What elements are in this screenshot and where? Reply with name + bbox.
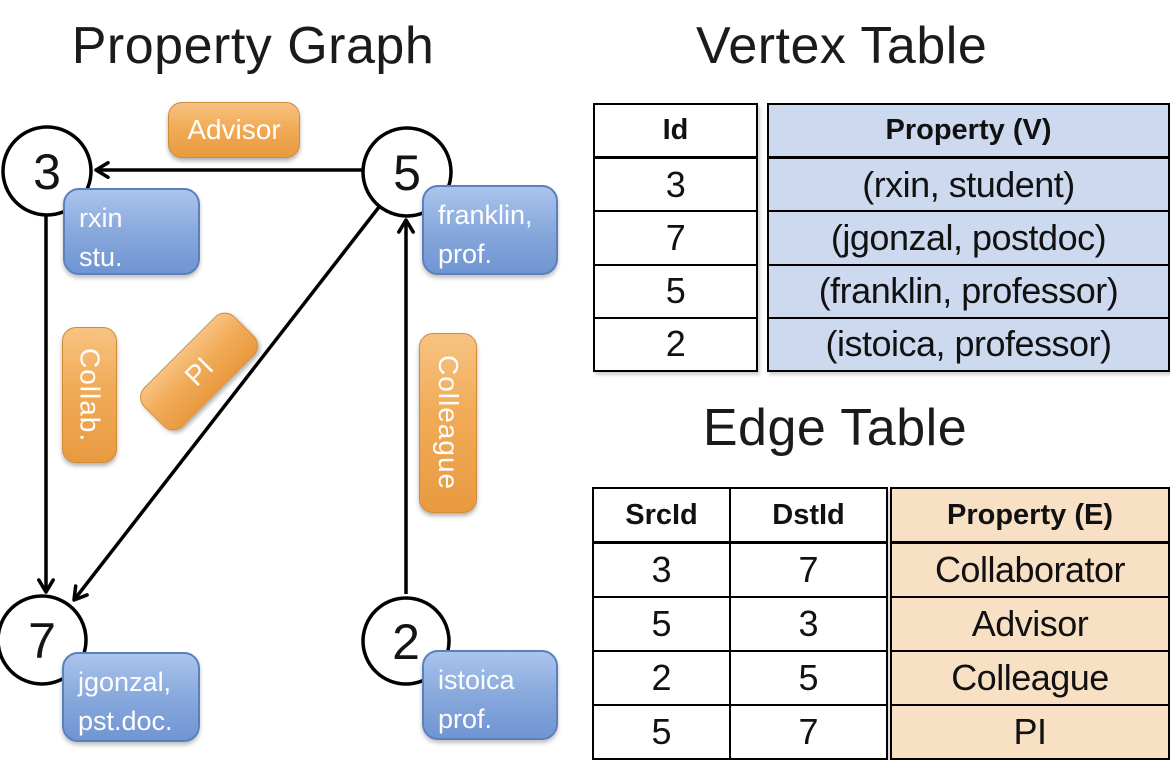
node-prop-franklin-line2: prof. [438, 239, 493, 270]
edge-table-dstid-cell: 7 [729, 706, 886, 758]
edge-table-header-row: SrcId DstId [594, 489, 886, 541]
edge-table-row: 5 7 [594, 704, 886, 758]
edge-table-property-cell: Collaborator [892, 541, 1168, 596]
edge-table-srcid-cell: 5 [651, 603, 672, 644]
vertex-table-property-cell: (franklin, professor) [769, 263, 1168, 317]
edge-table-row: 5 3 [594, 596, 886, 650]
graph-node-7-label: 7 [28, 613, 56, 669]
edge-line-pi-5-to-7 [72, 205, 381, 602]
edge-label-pi-text: PI [178, 350, 219, 392]
node-prop-rxin-line2: stu. [79, 242, 123, 273]
vertex-table-id-cell: 7 [595, 210, 756, 263]
node-prop-franklin-line1: franklin, [438, 200, 533, 230]
node-prop-istoica-line1: istoica [438, 665, 515, 695]
edge-table-dstid-header: DstId [729, 489, 886, 541]
edge-table-row: 3 7 [594, 541, 886, 596]
edge-label-advisor: Advisor [168, 102, 300, 158]
edge-label-collab-text: Collab. [74, 347, 106, 443]
node-prop-jgonzal-line1: jgonzal, [78, 667, 172, 697]
vertex-table-id-header: Id [662, 114, 689, 147]
vertex-table-id-column: Id 3 7 5 2 [593, 103, 758, 372]
vertex-table-property-cell: (istoica, professor) [769, 316, 1168, 370]
edge-table-property-column: Property (E) Collaborator Advisor Collea… [890, 487, 1170, 760]
node-prop-jgonzal: jgonzal, pst.doc. [62, 652, 200, 742]
graph-node-2-label: 2 [392, 614, 420, 670]
edge-table-row: 2 5 [594, 650, 886, 704]
node-prop-franklin: franklin, prof. [422, 185, 558, 275]
vertex-table-id-cell: 5 [595, 263, 756, 317]
edge-label-colleague: Colleague [419, 333, 477, 513]
node-prop-rxin-line1: rxin [79, 203, 123, 233]
edge-table-property-header: Property (E) [947, 498, 1113, 531]
edge-table-srcid-header: SrcId [625, 498, 698, 531]
edge-table-ids-columns: SrcId DstId 3 7 5 3 2 5 5 7 [592, 487, 888, 760]
node-prop-istoica: istoica prof. [422, 650, 558, 740]
vertex-table-property-column: Property (V) (rxin, student) (jgonzal, p… [767, 103, 1170, 372]
vertex-table-property-cell: (jgonzal, postdoc) [769, 210, 1168, 263]
edge-table-dstid-cell: 5 [729, 652, 886, 704]
edge-label-colleague-text: Colleague [433, 355, 464, 491]
edge-table-srcid-cell: 5 [651, 711, 672, 752]
edge-table-title: Edge Table [702, 399, 968, 457]
vertex-table-title: Vertex Table [696, 17, 988, 75]
node-prop-istoica-line2: prof. [438, 704, 493, 735]
graph-node-3-label: 3 [33, 144, 61, 200]
vertex-table-id-cell: 2 [595, 316, 756, 370]
edge-table-property-cell: Colleague [892, 650, 1168, 704]
vertex-table-property-header: Property (V) [885, 114, 1052, 147]
vertex-table-property-cell: (rxin, student) [769, 156, 1168, 210]
edge-table-srcid-cell: 3 [651, 549, 672, 590]
edge-label-advisor-text: Advisor [187, 114, 281, 145]
edge-label-collab: Collab. [62, 327, 117, 463]
property-graph-diagram: 3 5 7 2 [0, 125, 453, 686]
edge-table-srcid-cell: 2 [651, 657, 672, 698]
vertex-table-id-cell: 3 [595, 156, 756, 210]
property-graph-title: Property Graph [71, 17, 435, 75]
node-prop-jgonzal-line2: pst.doc. [78, 706, 173, 737]
node-prop-rxin: rxin stu. [63, 188, 200, 275]
edge-table-property-cell: Advisor [892, 596, 1168, 650]
edge-table-dstid-cell: 3 [729, 598, 886, 650]
edge-table-dstid-cell: 7 [729, 544, 886, 596]
graph-node-5-label: 5 [393, 145, 421, 201]
edge-table-property-cell: PI [892, 704, 1168, 758]
